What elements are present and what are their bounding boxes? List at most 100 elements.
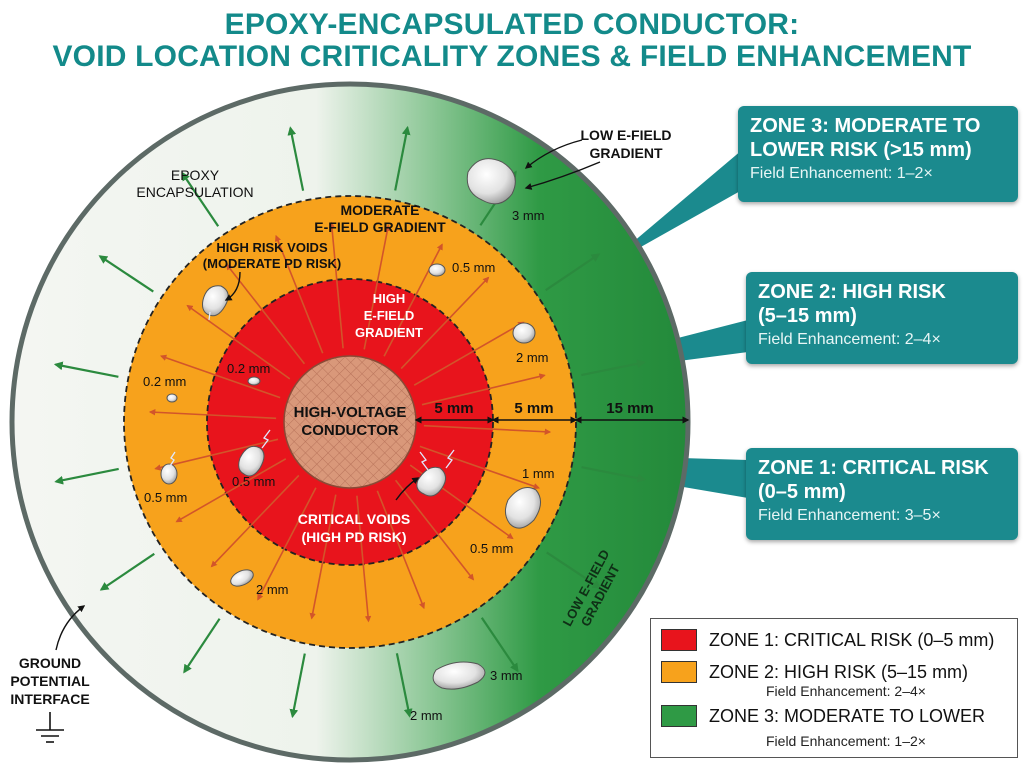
orange-arrows-arrow: [356, 495, 372, 623]
green-arrows-arrow: [545, 253, 601, 292]
voids: [160, 158, 541, 690]
legend-label-zone3: ZONE 3: MODERATE TO LOWER: [709, 705, 986, 726]
orange-arrows-arrow: [394, 479, 475, 581]
green-arrows-arrow: [546, 551, 602, 589]
orange-arrows-arrow: [413, 321, 525, 386]
legend-swatch-zone1: [661, 629, 697, 651]
void-size-02-left: 0.2 mm: [143, 374, 186, 389]
dimension-zone1: 5 mm: [434, 400, 473, 417]
low-gradient-top-label-2: GRADIENT: [589, 145, 663, 161]
green-arrows-arrow: [99, 552, 155, 591]
label-pointers: [224, 139, 601, 501]
ground-label-3: INTERFACE: [10, 691, 89, 707]
callout-zone1-heading-1: ZONE 1: CRITICAL RISK: [758, 457, 989, 479]
orange-arrows-arrow: [423, 424, 552, 435]
moderate-gradient-label-2: E-FIELD GRADIENT: [314, 219, 446, 235]
conductor-label-1: HIGH-VOLTAGE: [294, 404, 407, 421]
green-arrows-arrow: [181, 171, 220, 227]
void-3mm-bottom: [432, 661, 486, 690]
high-risk-voids-label-2: (MODERATE PD RISK): [203, 256, 341, 271]
green-arrows-arrow: [581, 466, 647, 483]
high-gradient-label-2: E-FIELD: [364, 308, 415, 323]
legend-swatch-zone2: [661, 661, 697, 683]
discharge-sparks: [169, 311, 455, 471]
void-size-05-inner: 0.5 mm: [232, 474, 275, 489]
void-size-05-lower: 0.5 mm: [470, 541, 513, 556]
orange-arrows-arrow: [159, 354, 281, 399]
callout-zone2-sub: Field Enhancement: 2–4×: [758, 331, 941, 348]
orange-arrows-arrow: [154, 438, 279, 471]
void-02-left: [166, 393, 178, 403]
moderate-gradient-label-1: MODERATE: [340, 202, 419, 218]
legend-sub-zone2: Field Enhancement: 2–4×: [766, 683, 926, 699]
legend-label-zone2: ZONE 2: HIGH RISK (5–15 mm): [709, 661, 969, 682]
void-size-2mm-bottom: 2 mm: [410, 708, 443, 723]
epoxy-label-1: EPOXY: [171, 167, 220, 183]
void-near-conductor: [416, 466, 446, 497]
orange-arrows-arrow: [175, 458, 287, 523]
high-gradient-label-3: GRADIENT: [355, 325, 423, 340]
legend-swatch-zone3: [661, 705, 697, 727]
callout-zone3-sub: Field Enhancement: 1–2×: [750, 165, 933, 182]
orange-arrows-arrow: [210, 474, 300, 568]
green-arrows-arrow: [480, 617, 519, 673]
callout-zone1-sub: Field Enhancement: 3–5×: [758, 507, 941, 524]
low-gradient-top-label-1: LOW E-FIELD: [581, 127, 672, 143]
void-size-05-upper-right: 0.5 mm: [452, 260, 495, 275]
legend: ZONE 1: CRITICAL RISK (0–5 mm) ZONE 2: H…: [650, 618, 1018, 758]
void-size-02-inner: 0.2 mm: [227, 361, 270, 376]
orange-arrows-arrow: [148, 409, 277, 420]
void-size-3mm-top: 3 mm: [512, 208, 545, 223]
epoxy-label-2: ENCAPSULATION: [136, 184, 253, 200]
void-size-3mm-bottom: 3 mm: [490, 668, 523, 683]
ground-label-2: POTENTIAL: [10, 673, 90, 689]
green-arrows-arrow: [394, 125, 411, 191]
orange-arrows-arrow: [383, 243, 443, 357]
void-size-05-left: 0.5 mm: [144, 490, 187, 505]
void-05-inner: [238, 445, 265, 477]
orange-arrows-arrow: [400, 276, 490, 370]
callout-zone3-heading-2: LOWER RISK (>15 mm): [750, 139, 972, 161]
orange-arrows-arrow: [328, 221, 344, 349]
critical-voids-label-1: CRITICAL VOIDS: [298, 511, 411, 527]
void-size-2mm-right: 2 mm: [516, 350, 549, 365]
callout-zone1: ZONE 1: CRITICAL RISK (0–5 mm) Field Enh…: [746, 448, 1018, 540]
void-05-left: [160, 463, 178, 485]
orange-arrows-arrow: [275, 234, 324, 354]
green-arrows-arrow: [53, 361, 119, 378]
zone2-field-arrows: [148, 221, 552, 623]
green-arrows-arrow: [183, 618, 221, 674]
callout-zone1-heading-2: (0–5 mm): [758, 481, 846, 503]
orange-arrows-arrow: [419, 445, 541, 490]
callout-zone3: ZONE 3: MODERATE TO LOWER RISK (>15 mm) …: [738, 106, 1018, 202]
void-size-1mm: 1 mm: [522, 466, 555, 481]
void-02-inner: [247, 376, 261, 386]
legend-row-zone1: ZONE 1: CRITICAL RISK (0–5 mm): [661, 629, 994, 651]
dimension-zone2: 5 mm: [514, 400, 553, 417]
void-2mm-lower: [230, 569, 254, 587]
legend-label-zone1: ZONE 1: CRITICAL RISK (0–5 mm): [709, 629, 995, 650]
orange-arrows-arrow: [309, 494, 337, 620]
ground-label-1: GROUND: [19, 655, 81, 671]
legend-row-zone3: ZONE 3: MODERATE TO LOWER: [661, 705, 985, 727]
title-line-1: EPOXY-ENCAPSULATED CONDUCTOR:: [224, 8, 800, 41]
void-size-labels: 3 mm 0.5 mm 2 mm 0.2 mm 0.2 mm 0.5 mm 0.…: [143, 208, 555, 723]
high-gradient-label-1: HIGH: [373, 291, 406, 306]
callout-zone2-heading-1: ZONE 2: HIGH RISK: [758, 281, 946, 303]
zone3-field-arrows: [53, 125, 647, 719]
orange-arrows-arrow: [421, 373, 546, 406]
void-05-upper-right: [428, 263, 446, 277]
orange-arrows-arrow: [257, 487, 317, 601]
callout-zone3-heading-1: ZONE 3: MODERATE TO: [750, 115, 981, 137]
callout-zone2: ZONE 2: HIGH RISK (5–15 mm) Field Enhanc…: [746, 272, 1018, 364]
orange-arrows-arrow: [363, 224, 391, 350]
void-upper-left: [202, 285, 229, 317]
void-2mm-right: [512, 322, 536, 344]
legend-sub-zone3: Field Enhancement: 1–2×: [766, 733, 926, 749]
callout-zone2-heading-2: (5–15 mm): [758, 305, 857, 327]
green-arrows-arrow: [98, 255, 154, 293]
ground-symbol-icon: [36, 712, 64, 743]
orange-arrows-arrow: [376, 490, 425, 610]
critical-voids-label-2: (HIGH PD RISK): [302, 529, 407, 545]
